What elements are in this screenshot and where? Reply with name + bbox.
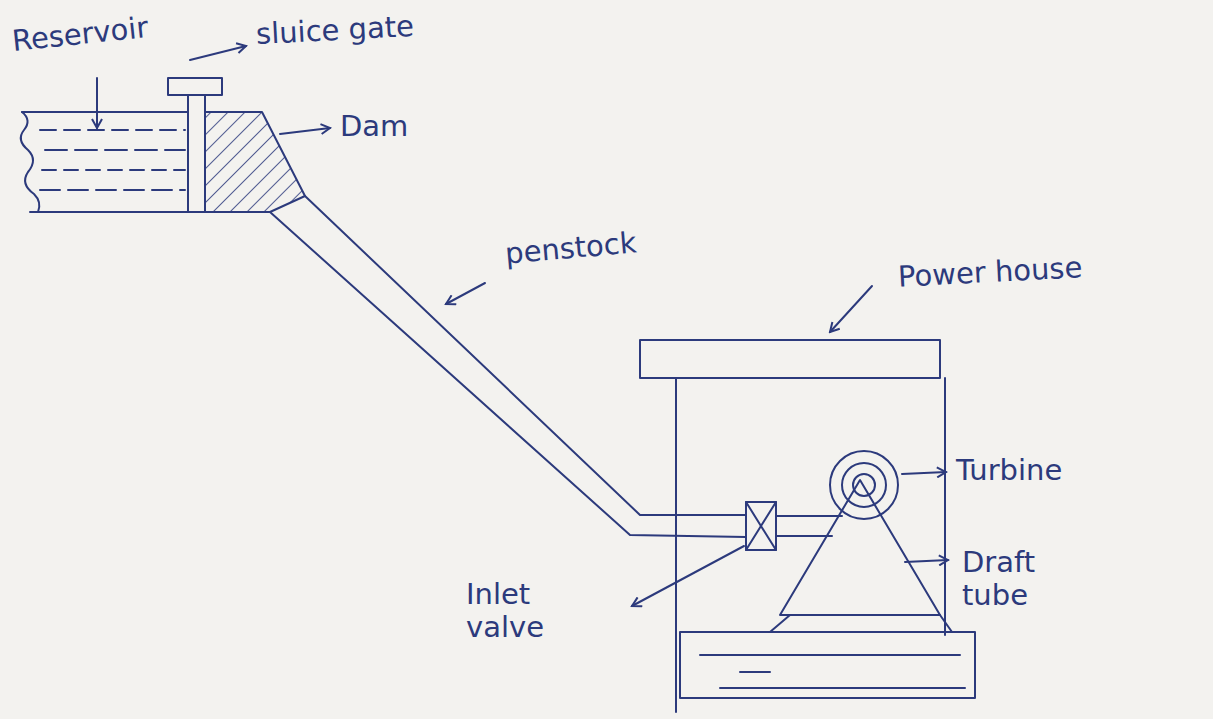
part-label: Power house: [897, 251, 1083, 294]
part-label: penstock: [504, 226, 638, 271]
part-label: Dam: [340, 110, 408, 143]
part-label: Inlet valve: [466, 578, 616, 645]
turbine-symbol: [853, 474, 875, 496]
part-label: Turbine: [956, 454, 1062, 487]
leader-arrow: [190, 46, 246, 60]
turbine-symbol: [842, 463, 886, 507]
water-surface: [22, 111, 188, 113]
part-label: Draft tube: [962, 546, 1082, 613]
draft-tube-base: [770, 615, 790, 632]
reservoir-edge: [21, 112, 40, 212]
power-house-roof: [640, 340, 940, 378]
turbine-symbol: [830, 451, 898, 519]
power-house-wall: [675, 378, 677, 712]
water-line: [42, 169, 185, 171]
leader-arrow: [905, 560, 948, 562]
power-house-wall: [944, 378, 946, 635]
power-house-base: [680, 632, 975, 698]
pipe-to-turbine: [776, 535, 832, 537]
inlet-valve-symbol: [746, 502, 776, 550]
leader-arrow: [632, 546, 744, 606]
water-line: [40, 129, 185, 131]
penstock-pipe: [270, 212, 746, 537]
water-line: [40, 189, 185, 191]
dam: [205, 112, 305, 212]
part-label: sluice gate: [255, 10, 415, 52]
part-label: Reservoir: [11, 11, 150, 58]
base-line: [720, 687, 965, 689]
reservoir-bottom: [30, 211, 205, 213]
pipe-to-turbine: [776, 515, 842, 517]
water-line: [45, 149, 185, 151]
inlet-valve-symbol: [746, 502, 776, 550]
leader-arrow: [902, 472, 946, 474]
leader-arrow: [280, 128, 330, 134]
base-line: [700, 654, 960, 656]
leader-arrow: [96, 78, 98, 128]
leader-arrow: [446, 283, 485, 304]
sluice-gate-post: [187, 95, 189, 212]
penstock-pipe: [305, 196, 746, 515]
sluice-gate-top: [168, 78, 222, 95]
leader-arrow: [830, 286, 872, 332]
base-line: [740, 671, 770, 673]
draft-tube: [780, 480, 940, 615]
inlet-valve-symbol: [746, 502, 776, 550]
draft-tube-base: [940, 615, 952, 632]
